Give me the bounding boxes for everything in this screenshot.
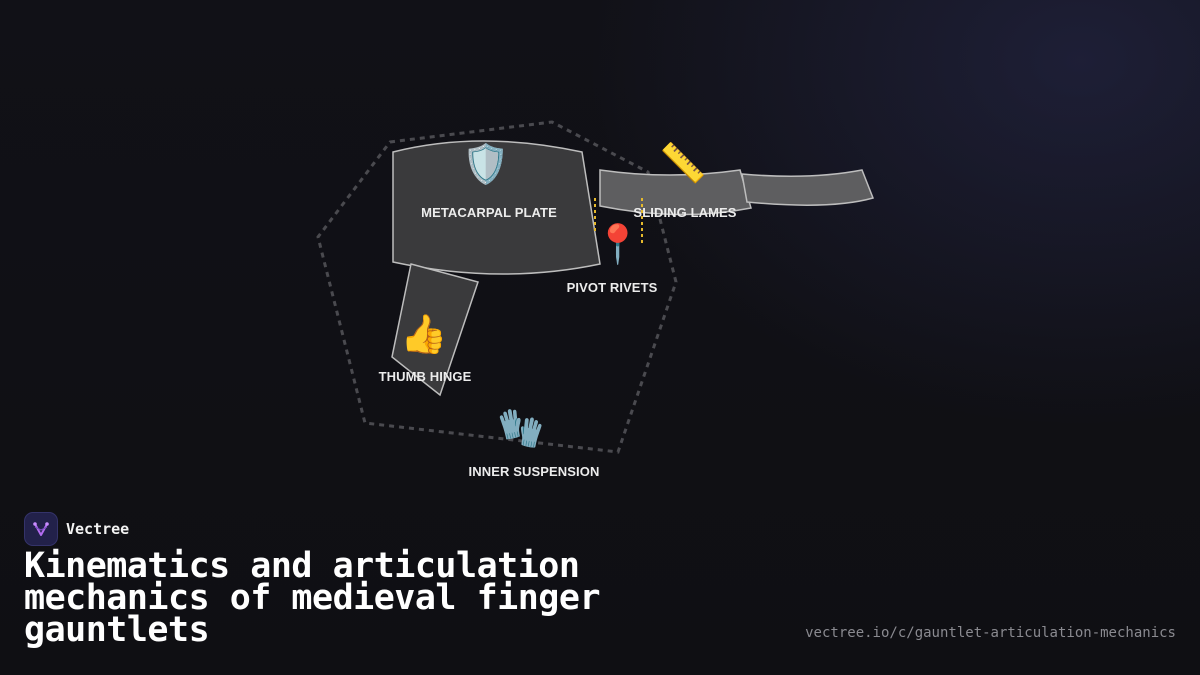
ruler-icon: 📏 (659, 141, 707, 185)
label-pivot-rivets: PIVOT RIVETS (566, 280, 658, 295)
label-sliding-lames: SLIDING LAMES (633, 205, 737, 220)
thumbs-up-icon: 👍 (400, 312, 448, 356)
brand: Vectree (24, 512, 129, 546)
shield-icon: 🛡️ (462, 142, 510, 186)
page-title: Kinematics and articulation mechanics of… (24, 546, 601, 650)
pushpin-icon: 📍 (594, 222, 642, 266)
brand-name: Vectree (66, 520, 130, 538)
source-url: vectree.io/c/gauntlet-articulation-mecha… (805, 625, 1176, 641)
sliding-lame-shape (599, 169, 752, 216)
label-metacarpal-plate: METACARPAL PLATE (421, 205, 557, 220)
suspension-outline (316, 120, 678, 454)
sliding-lame-tip-shape (741, 169, 875, 206)
vectree-logo-icon (24, 512, 58, 546)
label-inner-suspension: INNER SUSPENSION (468, 464, 600, 479)
gloves-icon: 🧤 (497, 406, 545, 450)
label-thumb-hinge: THUMB HINGE (378, 369, 472, 384)
thumb-hinge-shape (391, 263, 479, 397)
metacarpal-plate-shape (392, 140, 601, 275)
